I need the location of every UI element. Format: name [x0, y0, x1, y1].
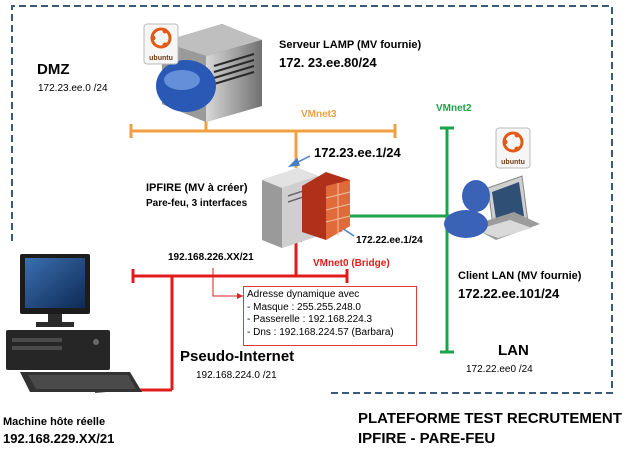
zone-frame — [11, 5, 613, 394]
vmnet2-label: VMnet2 — [436, 103, 472, 114]
host-ip: 192.168.229.XX/21 — [3, 431, 115, 446]
dhcp-gateway: - Passerelle : 192.168.224.3 — [247, 314, 373, 325]
lan-subnet: 172.22.ee0 /24 — [466, 364, 533, 375]
dhcp-title: Adresse dynamique avec — [247, 289, 360, 300]
dhcp-dns: - Dns : 192.168.224.57 (Barbara) — [247, 326, 394, 338]
ubuntu-logo-client: ubuntu — [495, 127, 531, 169]
host-name: Machine hôte réelle — [3, 416, 106, 428]
lan-label: LAN — [498, 342, 529, 359]
dmz-subnet: 172.23.ee.0 /24 — [38, 83, 108, 94]
internet-label: Pseudo-Internet — [180, 348, 295, 365]
dmz-label: DMZ — [37, 61, 70, 78]
client-name: Client LAN (MV fournie) — [458, 270, 582, 282]
svg-text:ubuntu: ubuntu — [501, 159, 525, 166]
ubuntu-logo-lamp: ubuntu — [143, 23, 179, 65]
ipfire-wan-ip: 192.168.226.XX/21 — [168, 252, 254, 263]
dhcp-connector — [212, 268, 243, 297]
ipfire-name: IPFIRE (MV à créer) — [146, 182, 248, 194]
internet-subnet: 192.168.224.0 /21 — [196, 370, 277, 381]
lamp-name: Serveur LAMP (MV fournie) — [279, 39, 422, 51]
host-machine-icon — [6, 254, 142, 392]
dhcp-info-box: Adresse dynamique avec - Masque : 255.25… — [243, 286, 417, 346]
footer-title-line2: IPFIRE - PARE-FEU — [358, 430, 496, 447]
dhcp-mask: - Masque : 255.255.248.0 — [247, 301, 361, 313]
svg-text:ubuntu: ubuntu — [149, 55, 173, 62]
lamp-server-icon — [156, 24, 262, 122]
lamp-ip: 172. 23.ee.80/24 — [279, 55, 377, 70]
ipfire-desc: Pare-feu, 3 interfaces — [146, 198, 248, 209]
vmnet3-label: VMnet3 — [301, 109, 337, 120]
ipfire-dmz-ip: 172.23.ee.1/24 — [314, 145, 401, 160]
ipfire-lan-ip: 172.22.ee.1/24 — [356, 235, 423, 246]
footer-title-line1: PLATEFORME TEST RECRUTEMENT — [358, 410, 622, 427]
vmnet0-label: VMnet0 (Bridge) — [313, 258, 390, 269]
client-ip: 172.22.ee.101/24 — [458, 286, 560, 301]
client-lan-icon — [444, 175, 540, 240]
ipfire-firewall-icon — [262, 168, 351, 248]
